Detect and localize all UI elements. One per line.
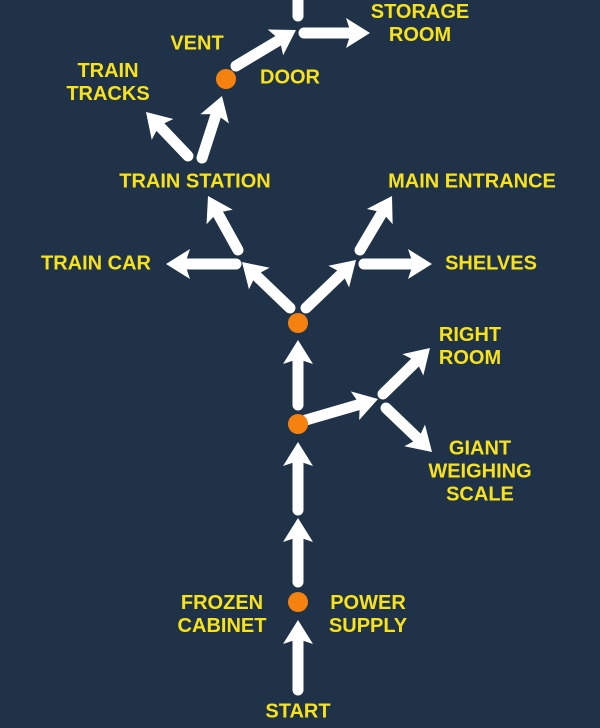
- arrow-head: [283, 340, 313, 364]
- arrow-head: [283, 442, 313, 466]
- arrow-head: [402, 348, 430, 376]
- arrow-to-storage: [230, 29, 296, 72]
- arrow-shaft: [300, 268, 348, 314]
- arrow-up-right: [300, 260, 356, 314]
- arrow-main-entrance: [354, 196, 393, 256]
- arrow-shaft: [154, 120, 194, 162]
- arrow-head: [200, 96, 229, 124]
- arrow-head: [267, 29, 296, 56]
- arrow-train-station: [206, 196, 244, 256]
- arrow-head: [146, 112, 174, 140]
- arrow-storage-room: [298, 18, 370, 48]
- arrow-to-door: [196, 96, 229, 164]
- arrow-head: [283, 620, 313, 644]
- label-vent: VENT: [170, 32, 224, 55]
- arrow-start-to-first-junction: [283, 620, 313, 696]
- arrow-up-3: [283, 340, 313, 411]
- label-main-entrance: MAIN ENTRANCE: [388, 170, 556, 193]
- arrow-shaft: [300, 399, 365, 426]
- arrow-train-tracks: [146, 112, 194, 162]
- arrow-head: [404, 424, 432, 452]
- node-junction-right: [288, 414, 308, 434]
- arrow-giant-weighing-scale: [380, 402, 432, 452]
- arrow-shaft: [354, 207, 388, 256]
- arrow-shelves: [358, 249, 432, 279]
- arrow-head: [408, 249, 432, 279]
- arrow-up-1: [283, 518, 313, 588]
- arrow-head: [242, 262, 270, 290]
- arrow-head: [346, 18, 370, 48]
- node-junction-main: [288, 313, 308, 333]
- label-train-station: TRAIN STATION: [119, 170, 271, 193]
- arrow-shaft: [380, 402, 424, 444]
- arrow-head: [328, 260, 356, 288]
- arrow-shaft: [196, 109, 222, 164]
- node-door: [216, 69, 236, 89]
- arrow-head: [366, 196, 393, 225]
- arrow-shaft: [212, 207, 244, 256]
- arrow-head: [350, 391, 378, 421]
- arrow-head: [166, 249, 190, 279]
- label-start: START: [265, 700, 331, 723]
- arrow-train-car: [166, 249, 242, 279]
- arrow-shaft: [377, 356, 422, 400]
- arrow-up-2: [283, 442, 313, 516]
- node-power-supply: [288, 592, 308, 612]
- arrow-shaft: [230, 34, 285, 72]
- arrow-head: [283, 518, 313, 542]
- arrow-head: [206, 196, 233, 225]
- label-shelves: SHELVES: [445, 252, 537, 275]
- arrow-right-room: [377, 348, 430, 400]
- arrow-to-right-branch: [300, 391, 378, 426]
- label-door: DOOR: [260, 66, 320, 89]
- label-train-car: TRAIN CAR: [41, 252, 151, 275]
- arrow-shaft: [250, 270, 296, 314]
- arrow-up-left: [242, 262, 296, 314]
